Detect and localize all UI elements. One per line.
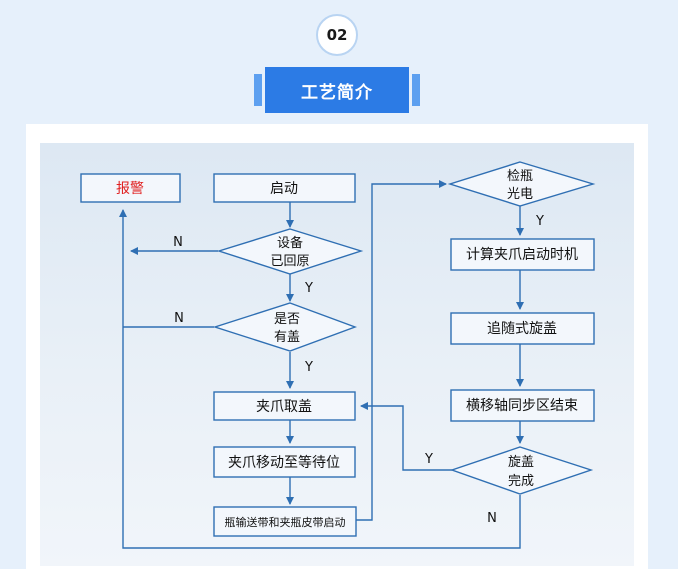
edge-label-done-yes: Y (424, 452, 433, 467)
edge-label-hascap-no: N (174, 311, 184, 326)
calc-timing-label: 计算夹爪启动时机 (466, 247, 578, 263)
follow-screw-label: 追随式旋盖 (487, 321, 557, 337)
title-left-accent (254, 74, 262, 106)
edge-label-done-no: N (487, 511, 497, 526)
has-cap-label-line1: 是否 (274, 312, 300, 327)
edge-label-reset-no: N (173, 235, 183, 250)
belts-start-label: 瓶输送带和夹瓶皮带启动 (225, 515, 346, 529)
grab-cap-label: 夹爪取盖 (256, 399, 312, 415)
start-box (213, 173, 356, 203)
flowchart-panel (40, 143, 634, 566)
calc-timing-box (450, 238, 595, 271)
edge-label-hascap-yes: Y (304, 360, 313, 375)
title-right-accent (412, 74, 420, 106)
section-title: 工艺简介 (265, 67, 409, 113)
follow-screw-box (450, 312, 595, 345)
grab-cap-box (213, 391, 356, 421)
screw-done-diamond (449, 446, 594, 495)
has-cap-diamond (212, 302, 358, 352)
device-reset-label-line2: 已回原 (270, 254, 309, 269)
edge-done-yes-to-grab (360, 402, 452, 471)
detect-bottle-label-line2: 光电 (507, 187, 533, 202)
has-cap-label-line2: 有盖 (274, 330, 300, 345)
device-reset-diamond (216, 228, 364, 275)
detect-bottle-diamond (447, 161, 596, 207)
section-number-badge: 02 (316, 14, 358, 56)
start-label: 启动 (270, 181, 298, 197)
detect-bottle-label-line1: 检瓶 (507, 169, 533, 184)
alarm-label: 报警 (116, 181, 144, 197)
edge-belts-to-detect (356, 180, 447, 521)
move-wait-label: 夹爪移动至等待位 (228, 454, 340, 471)
edge-done-no-to-alarm (119, 209, 521, 549)
edge-label-detect-yes: Y (535, 214, 544, 229)
axis-sync-end-box (450, 389, 595, 422)
move-wait-box (213, 446, 356, 478)
screw-done-label-line2: 完成 (508, 474, 534, 489)
screw-done-label-line1: 旋盖 (508, 455, 534, 470)
device-reset-label-line1: 设备 (277, 235, 303, 251)
belts-start-box (213, 506, 357, 537)
alarm-box (80, 173, 181, 203)
edge-label-reset-yes: Y (304, 281, 313, 296)
axis-sync-end-label: 横移轴同步区结束 (466, 398, 578, 414)
